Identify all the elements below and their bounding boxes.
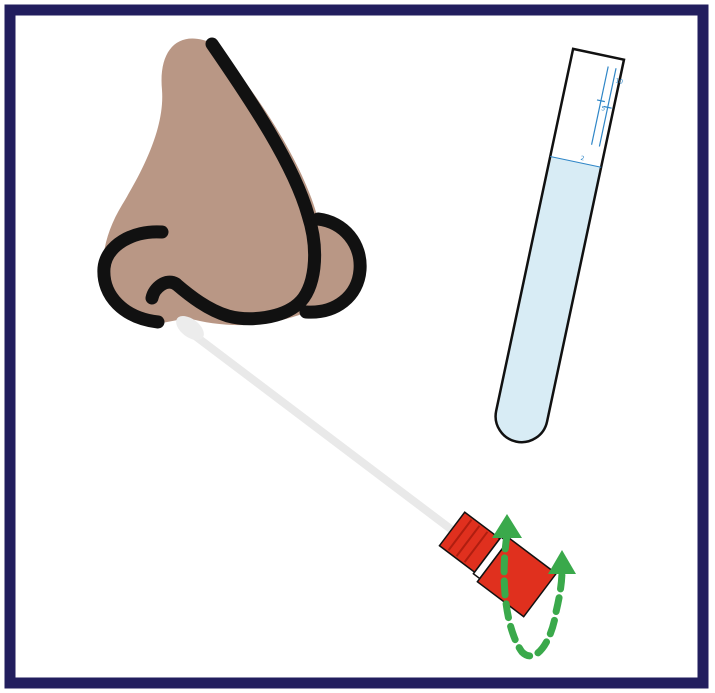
tube-liquid (491, 156, 601, 447)
nose-icon (103, 39, 360, 326)
tube-label-2: 2 (580, 155, 585, 163)
test-tube: 10 5 2 (491, 49, 628, 448)
swab-cap (436, 507, 556, 616)
tube-label-10: 10 (615, 77, 624, 85)
arrow-head-right (548, 550, 576, 574)
swab (172, 311, 452, 530)
tube-mark-tick-1 (597, 100, 605, 102)
arrow-head-left (492, 514, 522, 538)
tube-label-5: 5 (601, 105, 606, 113)
swab-stick (190, 332, 452, 530)
